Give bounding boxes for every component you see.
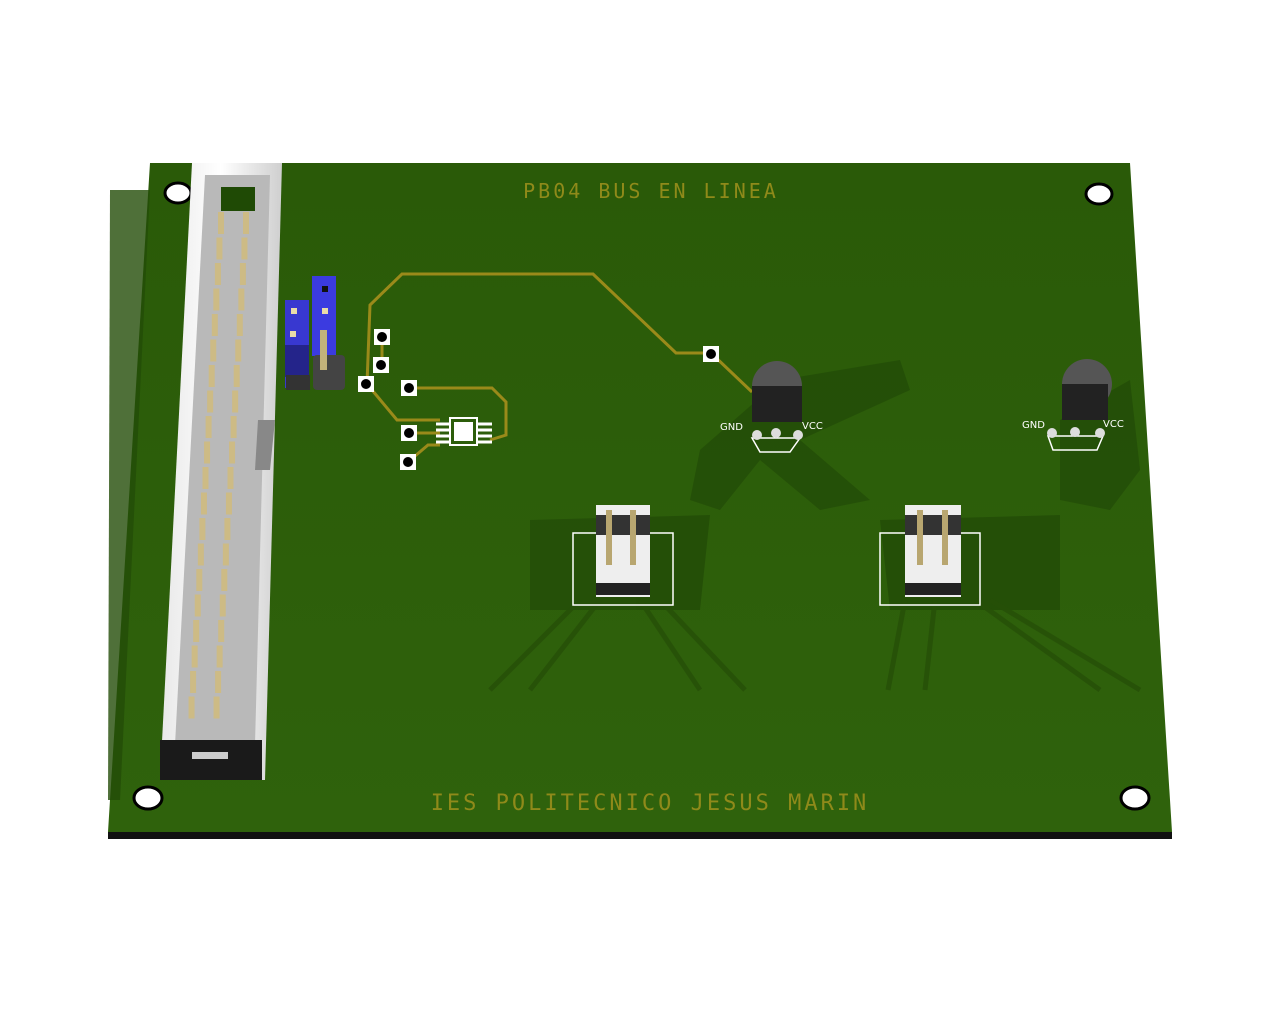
idc-ribbon-header bbox=[160, 163, 282, 780]
pcb-board-edge bbox=[108, 832, 1172, 839]
header-pin bbox=[232, 390, 239, 413]
header-pin bbox=[239, 263, 246, 285]
header-pin bbox=[236, 314, 243, 336]
header-pin bbox=[202, 467, 209, 489]
header-pin bbox=[233, 365, 240, 387]
mounting-holes bbox=[132, 181, 1151, 811]
board-title-silkscreen: PB04 BUS EN LINEA bbox=[523, 179, 779, 203]
header-pin bbox=[213, 696, 220, 719]
header-pin bbox=[196, 569, 203, 591]
header-pin bbox=[218, 620, 225, 642]
header-pin bbox=[225, 492, 232, 515]
two-pin-connector-2 bbox=[879, 505, 981, 606]
header-pin bbox=[243, 212, 249, 234]
header-pin bbox=[216, 237, 223, 260]
copper-traces bbox=[365, 272, 754, 464]
header-pin bbox=[229, 441, 236, 464]
header-pin bbox=[208, 365, 215, 387]
header-pin bbox=[200, 492, 207, 515]
sensor-to92-2: GND VCC bbox=[1022, 359, 1124, 451]
through-hole-pads bbox=[358, 329, 719, 470]
header-pin bbox=[218, 212, 224, 234]
sensor-1-gnd-label: GND bbox=[720, 422, 743, 433]
two-pin-connector-1 bbox=[572, 505, 674, 606]
sensor-1-vcc-label: VCC bbox=[802, 421, 823, 432]
board-footer-silkscreen: IES POLITECNICO JESUS MARIN bbox=[431, 791, 870, 816]
header-pin bbox=[238, 288, 245, 311]
smd-ic-chip bbox=[436, 417, 492, 446]
sensor-2-gnd-label: GND bbox=[1022, 420, 1045, 431]
jumper-block bbox=[285, 276, 345, 390]
header-pin bbox=[204, 441, 211, 464]
header-pin bbox=[197, 543, 204, 566]
header-pin bbox=[191, 645, 198, 668]
header-pin bbox=[210, 339, 217, 362]
pin-shadows bbox=[488, 597, 1142, 693]
header-pin bbox=[219, 594, 226, 617]
sensor-to92-1: GND VCC bbox=[720, 361, 823, 453]
header-pin bbox=[211, 314, 218, 336]
header-pin bbox=[213, 288, 220, 311]
header-pin bbox=[230, 416, 237, 438]
header-pin bbox=[193, 620, 200, 642]
header-pin bbox=[207, 390, 214, 413]
header-pin bbox=[188, 696, 195, 719]
header-pin bbox=[194, 594, 201, 617]
header-pin bbox=[222, 543, 229, 566]
header-pin bbox=[214, 263, 221, 285]
header-pin bbox=[224, 518, 231, 540]
header-pin bbox=[241, 237, 248, 260]
header-pin bbox=[190, 671, 197, 693]
sensor-2-vcc-label: VCC bbox=[1103, 419, 1124, 430]
header-pin bbox=[205, 416, 212, 438]
header-pin bbox=[199, 518, 206, 540]
header-pin bbox=[215, 671, 222, 693]
header-pin bbox=[235, 339, 242, 362]
header-pin bbox=[216, 645, 223, 668]
header-pin bbox=[227, 467, 234, 489]
header-pin bbox=[221, 569, 228, 591]
